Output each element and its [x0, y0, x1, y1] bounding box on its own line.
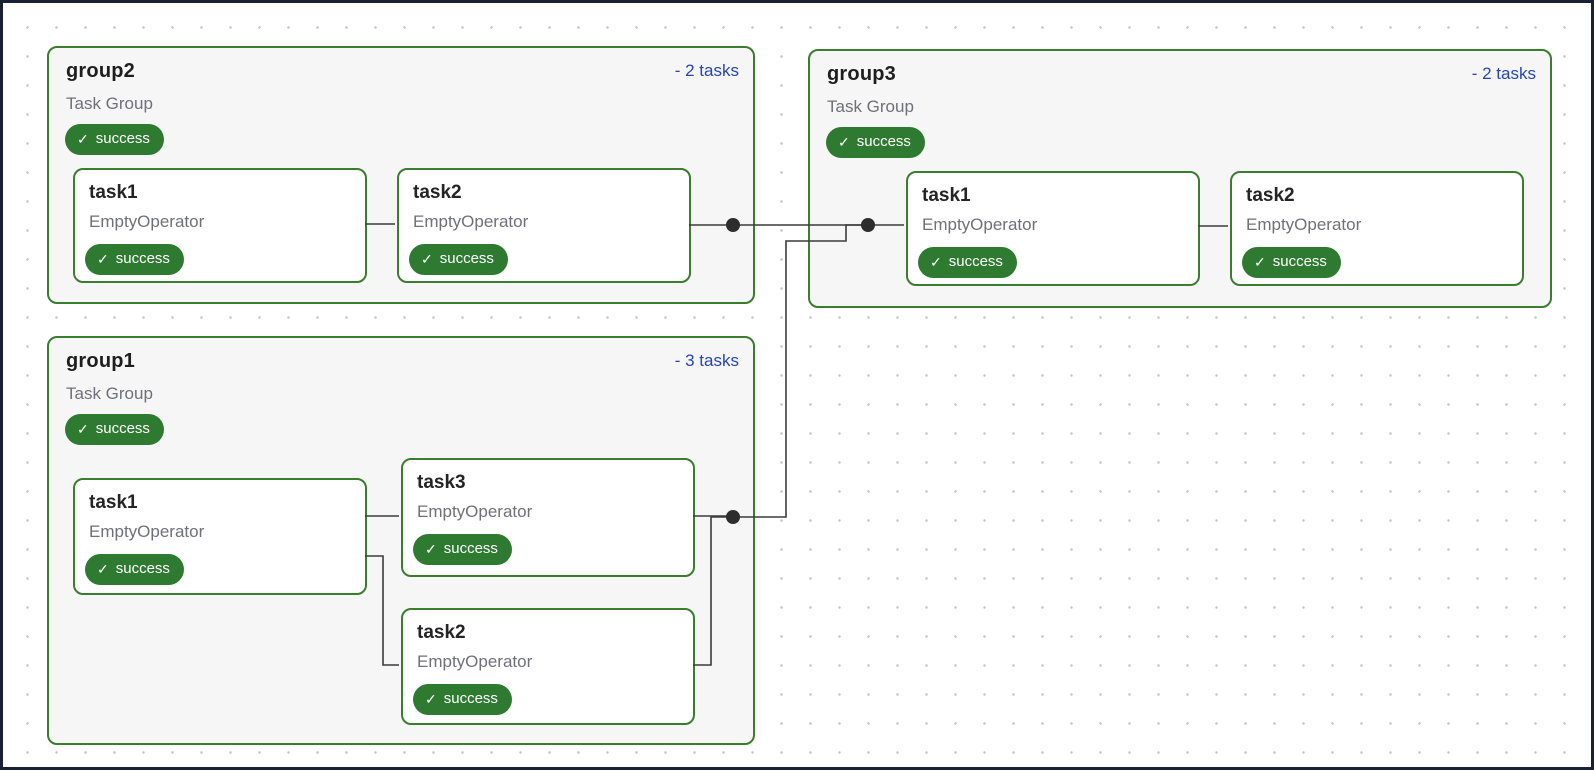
check-icon: ✓ [425, 690, 437, 707]
group-title: group1 [66, 350, 135, 372]
check-icon: ✓ [77, 420, 89, 437]
check-icon: ✓ [838, 133, 850, 150]
check-icon: ✓ [930, 253, 942, 270]
task-title: task3 [417, 472, 466, 493]
check-icon: ✓ [77, 130, 89, 147]
task-status-badge: ✓ success [413, 534, 512, 565]
task-node-group1-task3[interactable]: task3 EmptyOperator ✓ success [401, 458, 695, 577]
group-collapse-toggle[interactable]: - 2 tasks [674, 61, 739, 80]
task-status-label: success [443, 540, 498, 557]
task-status-label: success [439, 250, 494, 267]
task-node-group2-task2[interactable]: task2 EmptyOperator ✓ success [397, 168, 691, 283]
group-status-label: success [95, 130, 150, 147]
group-status-badge: ✓ success [65, 414, 164, 445]
task-operator-label: EmptyOperator [417, 652, 533, 671]
group-status-label: success [856, 133, 911, 150]
task-group-group3[interactable]: group3 Task Group ✓ success - 2 tasks ta… [808, 49, 1552, 308]
group-title: group2 [66, 60, 135, 82]
task-status-badge: ✓ success [918, 247, 1017, 278]
task-title: task2 [413, 182, 462, 203]
task-operator-label: EmptyOperator [89, 212, 205, 231]
task-operator-label: EmptyOperator [1246, 215, 1362, 234]
group-status-label: success [95, 420, 150, 437]
group-collapse-toggle[interactable]: - 3 tasks [674, 351, 739, 370]
task-group-group2[interactable]: group2 Task Group ✓ success - 2 tasks ta… [47, 46, 755, 304]
task-status-label: success [1272, 253, 1327, 270]
group-type-label: Task Group [66, 94, 153, 113]
group-status-badge: ✓ success [65, 124, 164, 155]
task-node-group1-task1[interactable]: task1 EmptyOperator ✓ success [73, 478, 367, 595]
task-node-group3-task2[interactable]: task2 EmptyOperator ✓ success [1230, 171, 1524, 286]
task-title: task1 [89, 492, 138, 513]
task-node-group2-task1[interactable]: task1 EmptyOperator ✓ success [73, 168, 367, 283]
check-icon: ✓ [421, 250, 433, 267]
task-title: task2 [417, 622, 466, 643]
task-operator-label: EmptyOperator [417, 502, 533, 521]
task-title: task1 [922, 185, 971, 206]
task-node-group1-task2[interactable]: task2 EmptyOperator ✓ success [401, 608, 695, 725]
check-icon: ✓ [97, 250, 109, 267]
group-type-label: Task Group [66, 384, 153, 403]
task-status-label: success [115, 250, 170, 267]
task-status-badge: ✓ success [85, 554, 184, 585]
group-title: group3 [827, 63, 896, 85]
task-title: task2 [1246, 185, 1295, 206]
task-status-label: success [443, 690, 498, 707]
task-status-badge: ✓ success [85, 244, 184, 275]
task-status-label: success [115, 560, 170, 577]
group-status-badge: ✓ success [826, 127, 925, 158]
task-status-badge: ✓ success [409, 244, 508, 275]
group-type-label: Task Group [827, 97, 914, 116]
task-node-group3-task1[interactable]: task1 EmptyOperator ✓ success [906, 171, 1200, 286]
group-collapse-toggle[interactable]: - 2 tasks [1471, 64, 1536, 83]
task-operator-label: EmptyOperator [89, 522, 205, 541]
task-status-badge: ✓ success [1242, 247, 1341, 278]
check-icon: ✓ [425, 540, 437, 557]
task-status-badge: ✓ success [413, 684, 512, 715]
check-icon: ✓ [1254, 253, 1266, 270]
task-operator-label: EmptyOperator [413, 212, 529, 231]
task-operator-label: EmptyOperator [922, 215, 1038, 234]
task-title: task1 [89, 182, 138, 203]
check-icon: ✓ [97, 560, 109, 577]
task-group-group1[interactable]: group1 Task Group ✓ success - 3 tasks ta… [47, 336, 755, 745]
task-status-label: success [948, 253, 1003, 270]
